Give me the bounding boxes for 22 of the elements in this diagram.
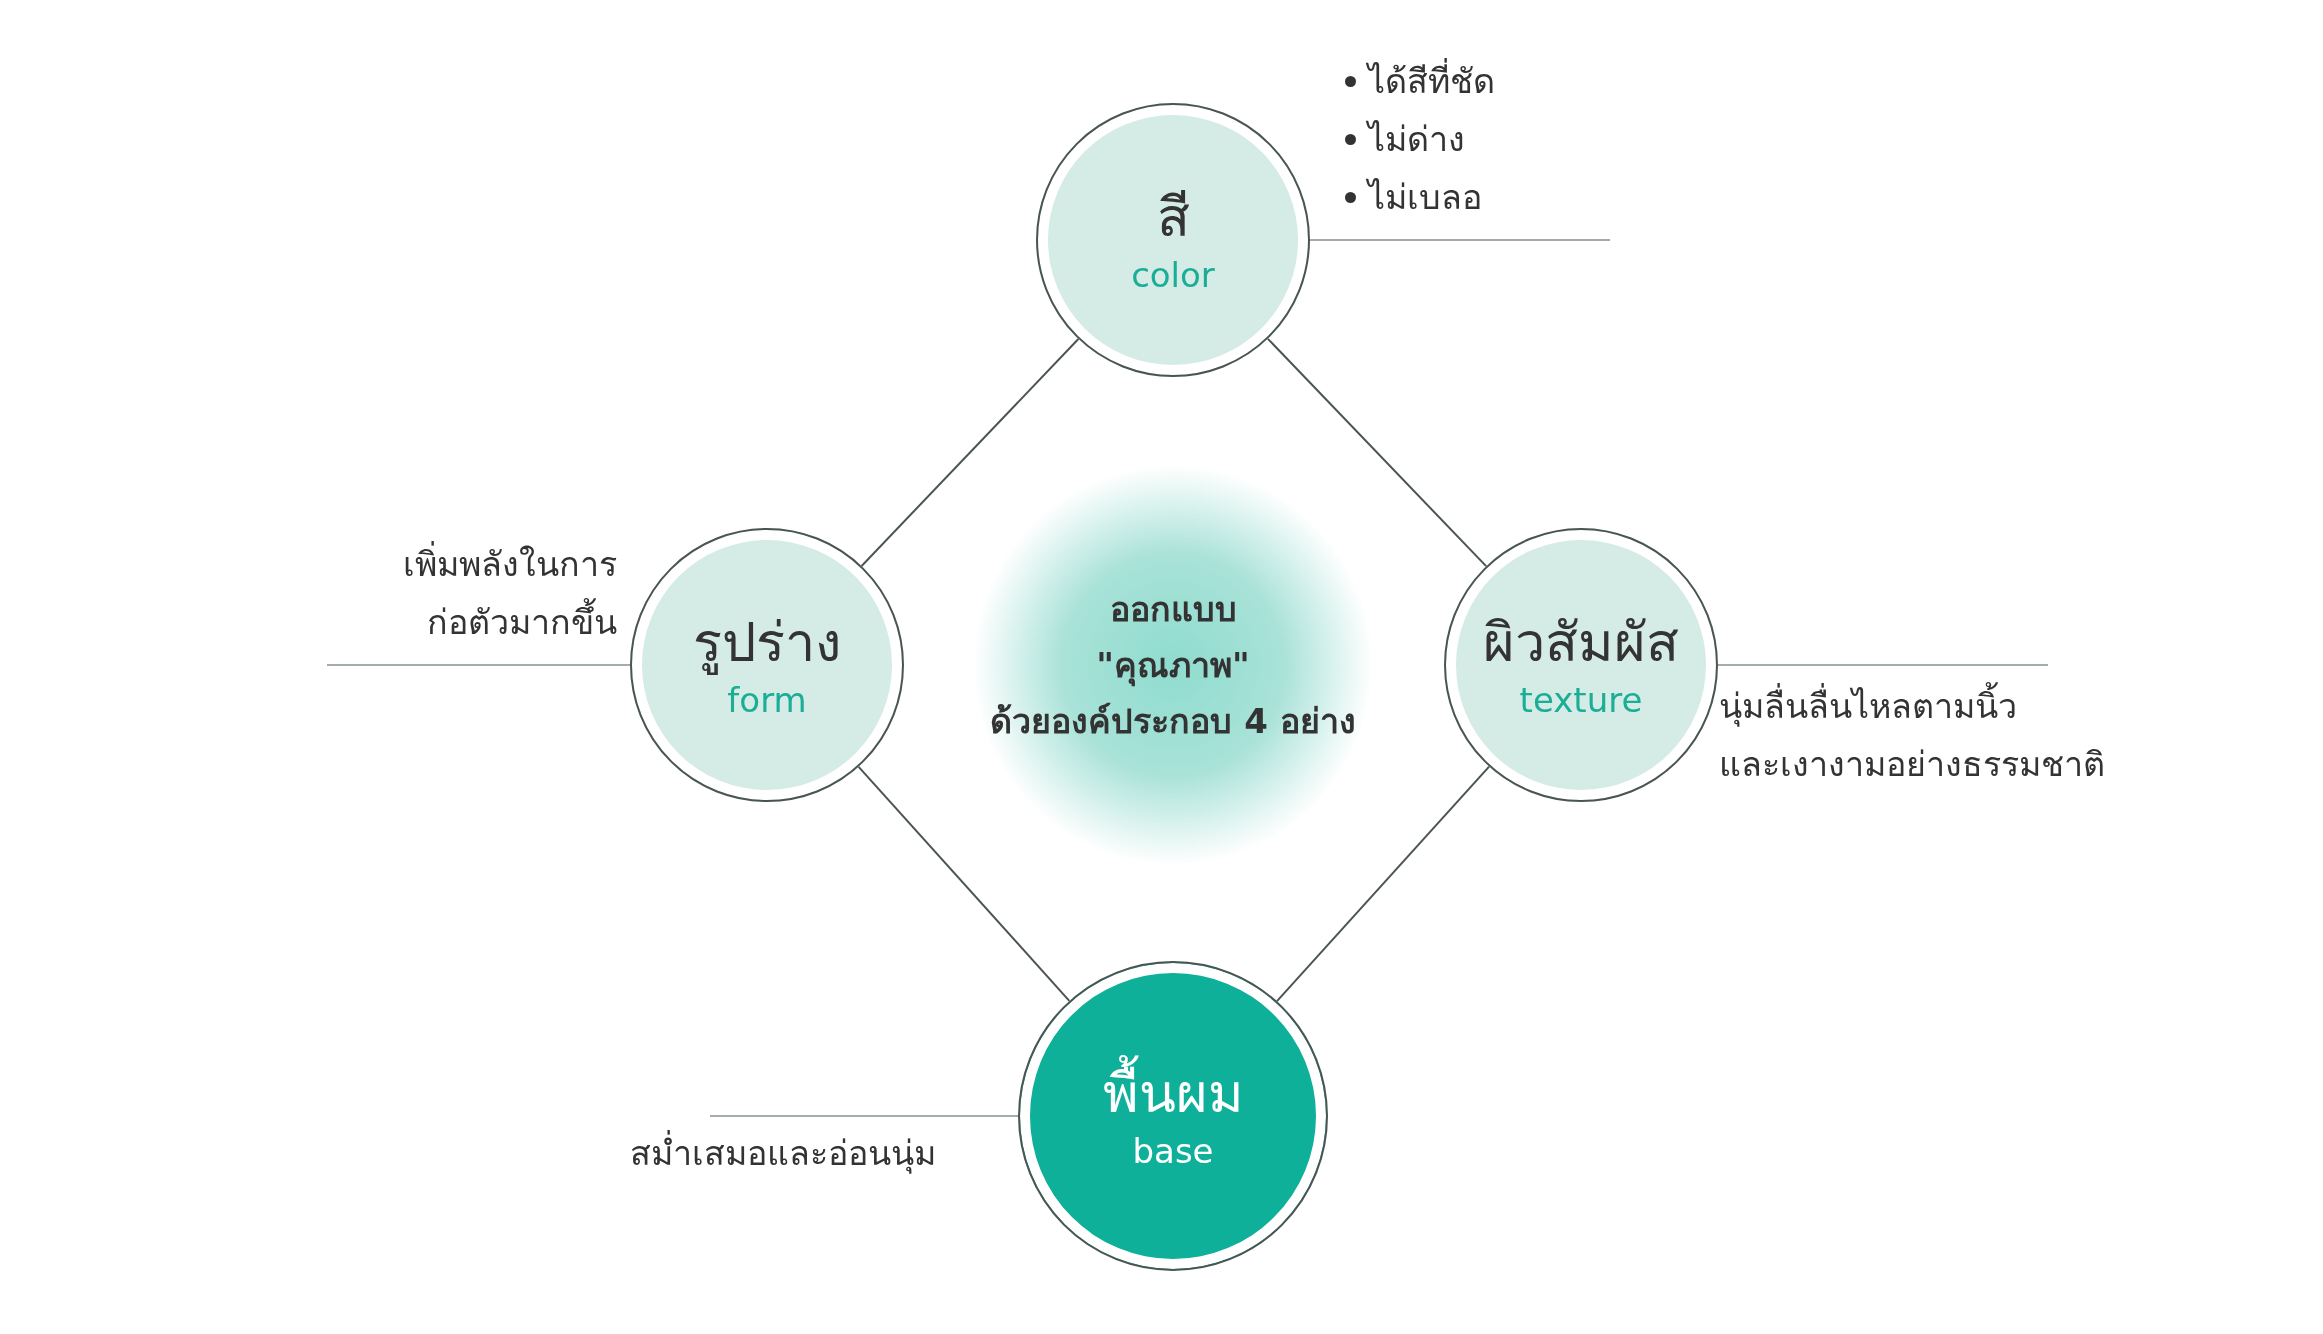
bullet-item: ไม่ด่าง	[1368, 118, 1465, 161]
leader-line	[709, 1115, 1019, 1117]
description-text: นุ่มลื่นลื่นไหลตามนิ้ว และเงางามอย่างธรรมชาติ	[1719, 677, 2189, 793]
connector-line	[860, 338, 1080, 567]
circle-title: สี	[1156, 185, 1190, 251]
circle-subtitle: base	[1132, 1130, 1214, 1173]
connector-line	[857, 765, 1071, 1002]
leader-line	[326, 664, 631, 666]
connector-line	[1266, 337, 1488, 568]
bullet-item: ไม่เบลอ	[1368, 176, 1482, 219]
circle-title: ผิวสัมผัส	[1483, 610, 1679, 676]
circle-subtitle: color	[1131, 254, 1215, 297]
circle-subtitle: form	[727, 679, 807, 722]
bullet-item: ได้สีที่ชัด	[1368, 52, 1495, 110]
center-heading: ออกแบบ "คุณภาพ" ด้วยองค์ประกอบ 4 อย่าง	[990, 588, 1356, 743]
description-text: เพิ่มพลังในการ ก่อตัวมากขึ้น	[403, 535, 617, 651]
circle-title: รูปร่าง	[693, 610, 841, 677]
leader-line	[1717, 664, 2049, 666]
circle-subtitle: texture	[1519, 679, 1643, 722]
connector-line	[1276, 765, 1491, 1003]
description-text: สม่ำเสมอและอ่อนนุ่ม	[630, 1128, 990, 1178]
leader-line	[1309, 239, 1611, 241]
